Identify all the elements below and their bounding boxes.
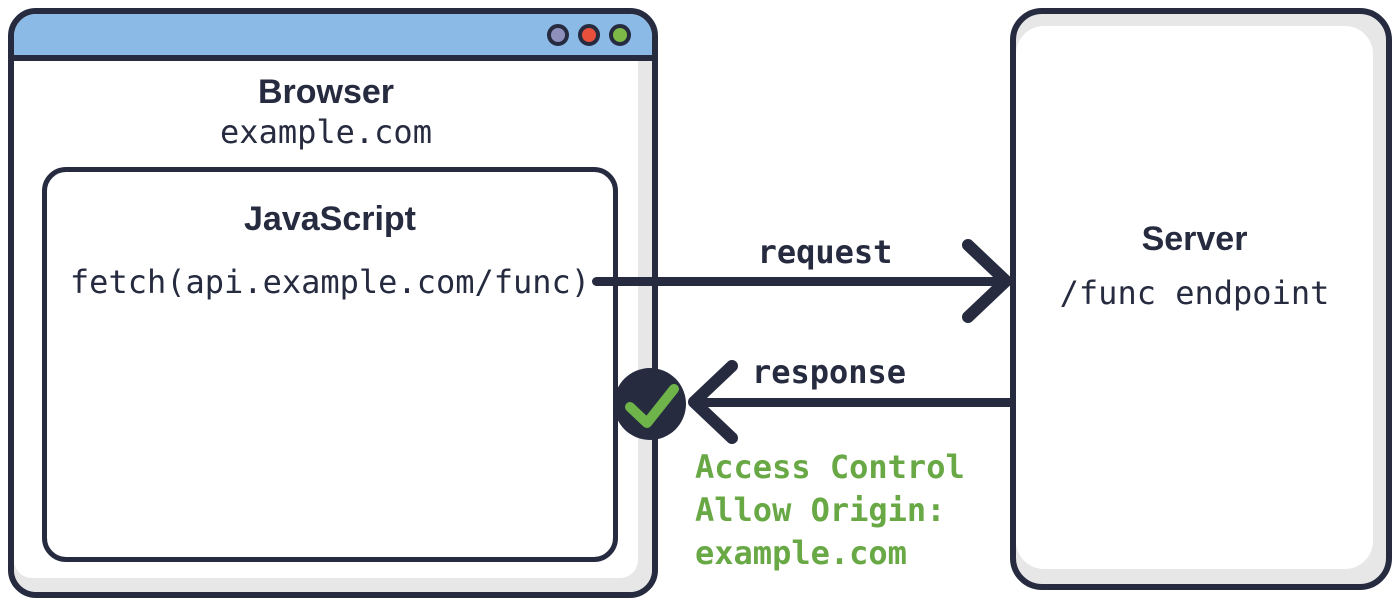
response-arrow-line [698,398,1014,407]
browser-window: Browser example.com JavaScript fetch(api… [8,8,658,598]
cors-header-line: Access Control [695,448,965,486]
response-label: response [751,353,907,391]
fetch-code: fetch(api.example.com/func) [69,263,591,301]
cors-header-line: example.com [695,534,907,572]
arrow-right-icon [962,239,1012,323]
browser-viewport: Browser example.com JavaScript fetch(api… [14,61,638,578]
window-control-icon [578,23,600,46]
javascript-label: JavaScript [244,200,416,238]
browser-domain: example.com [220,113,432,151]
server-box: Server /func endpoint [1010,8,1392,590]
javascript-box: JavaScript fetch(api.example.com/func) [42,167,618,562]
check-icon [614,368,686,440]
browser-label: Browser [257,73,395,111]
browser-titlebar [14,14,652,61]
server-body: Server /func endpoint [1016,26,1373,569]
arrow-left-icon [688,360,738,444]
server-endpoint: /func endpoint [1059,274,1330,312]
browser-content: Browser example.com JavaScript fetch(api… [14,61,652,592]
cors-header-annotation: Access Control Allow Origin: example.com [695,446,965,575]
request-arrow-line [592,277,1006,286]
window-control-icon [547,23,569,46]
cors-header-line: Allow Origin: [695,491,946,529]
request-label: request [757,233,893,271]
server-label: Server [1141,220,1248,258]
window-control-icon [609,23,631,46]
